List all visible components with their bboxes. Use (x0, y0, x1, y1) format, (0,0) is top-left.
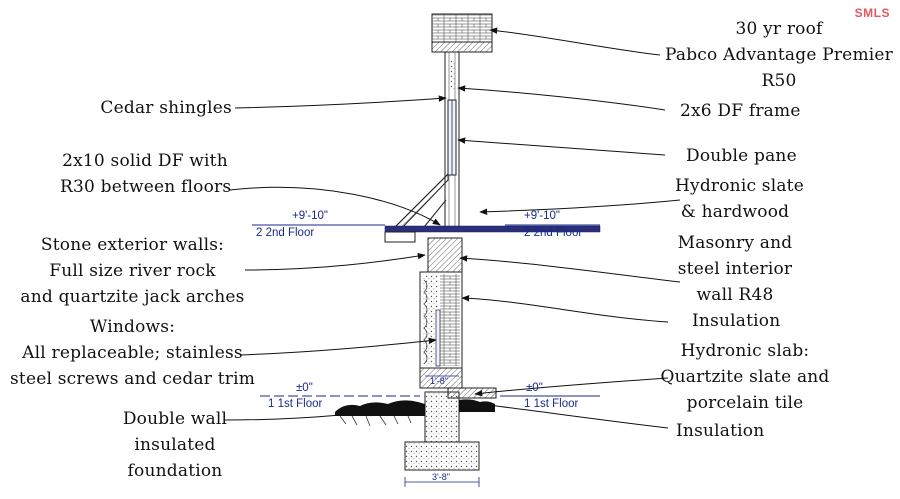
leader-lines (224, 27, 681, 429)
level-first-left-name: 1 1st Floor (268, 398, 323, 410)
label-masonry: Masonry and steel interior wall R48 (677, 233, 793, 305)
level-second-right-elev: +9'-10" (524, 210, 561, 222)
brand-logo: SMLS (854, 6, 890, 20)
label-stone-walls: Stone exterior walls: Full size river ro… (20, 235, 245, 307)
dimension-footing: 3'-8" (432, 472, 450, 482)
label-roof: 30 yr roof Pabco Advantage Premier R50 (665, 19, 893, 91)
dimension-wall: 1'-8" (430, 376, 448, 386)
label-insulation-upper: Insulation (692, 311, 781, 331)
label-hydronic-slate: Hydronic slate & hardwood (675, 176, 804, 222)
upper-wall (444, 51, 460, 228)
level-first-right-name: 1 1st Floor (524, 398, 579, 410)
label-windows: Windows: All replaceable; stainless stee… (10, 317, 256, 389)
lower-wall (419, 237, 463, 389)
level-second-left-name: 2 2nd Floor (256, 227, 315, 239)
window-awning (388, 172, 449, 233)
label-foundation: Double wall insulated foundation (122, 409, 228, 481)
roof-assembly (431, 13, 493, 53)
level-first-right-elev: ±0" (526, 382, 543, 394)
label-cedar-shingles: Cedar shingles (100, 98, 232, 118)
label-solid-df: 2x10 solid DF with R30 between floors (60, 151, 232, 197)
level-lines (252, 224, 600, 397)
label-insulation-lower: Insulation (676, 421, 765, 441)
label-hydronic-slab: Hydronic slab: Quartzite slate and porce… (660, 341, 830, 413)
label-double-pane: Double pane (686, 146, 797, 166)
footing-dimension (404, 375, 480, 487)
level-first-left-elev: ±0" (296, 382, 313, 394)
level-second-right-name: 2 2nd Floor (524, 227, 583, 239)
ground-grade (335, 399, 495, 427)
foundation (404, 387, 497, 471)
level-second-left-elev: +9'-10" (292, 210, 329, 222)
second-floor-slab (384, 225, 601, 243)
label-df-frame: 2x6 DF frame (680, 101, 801, 121)
